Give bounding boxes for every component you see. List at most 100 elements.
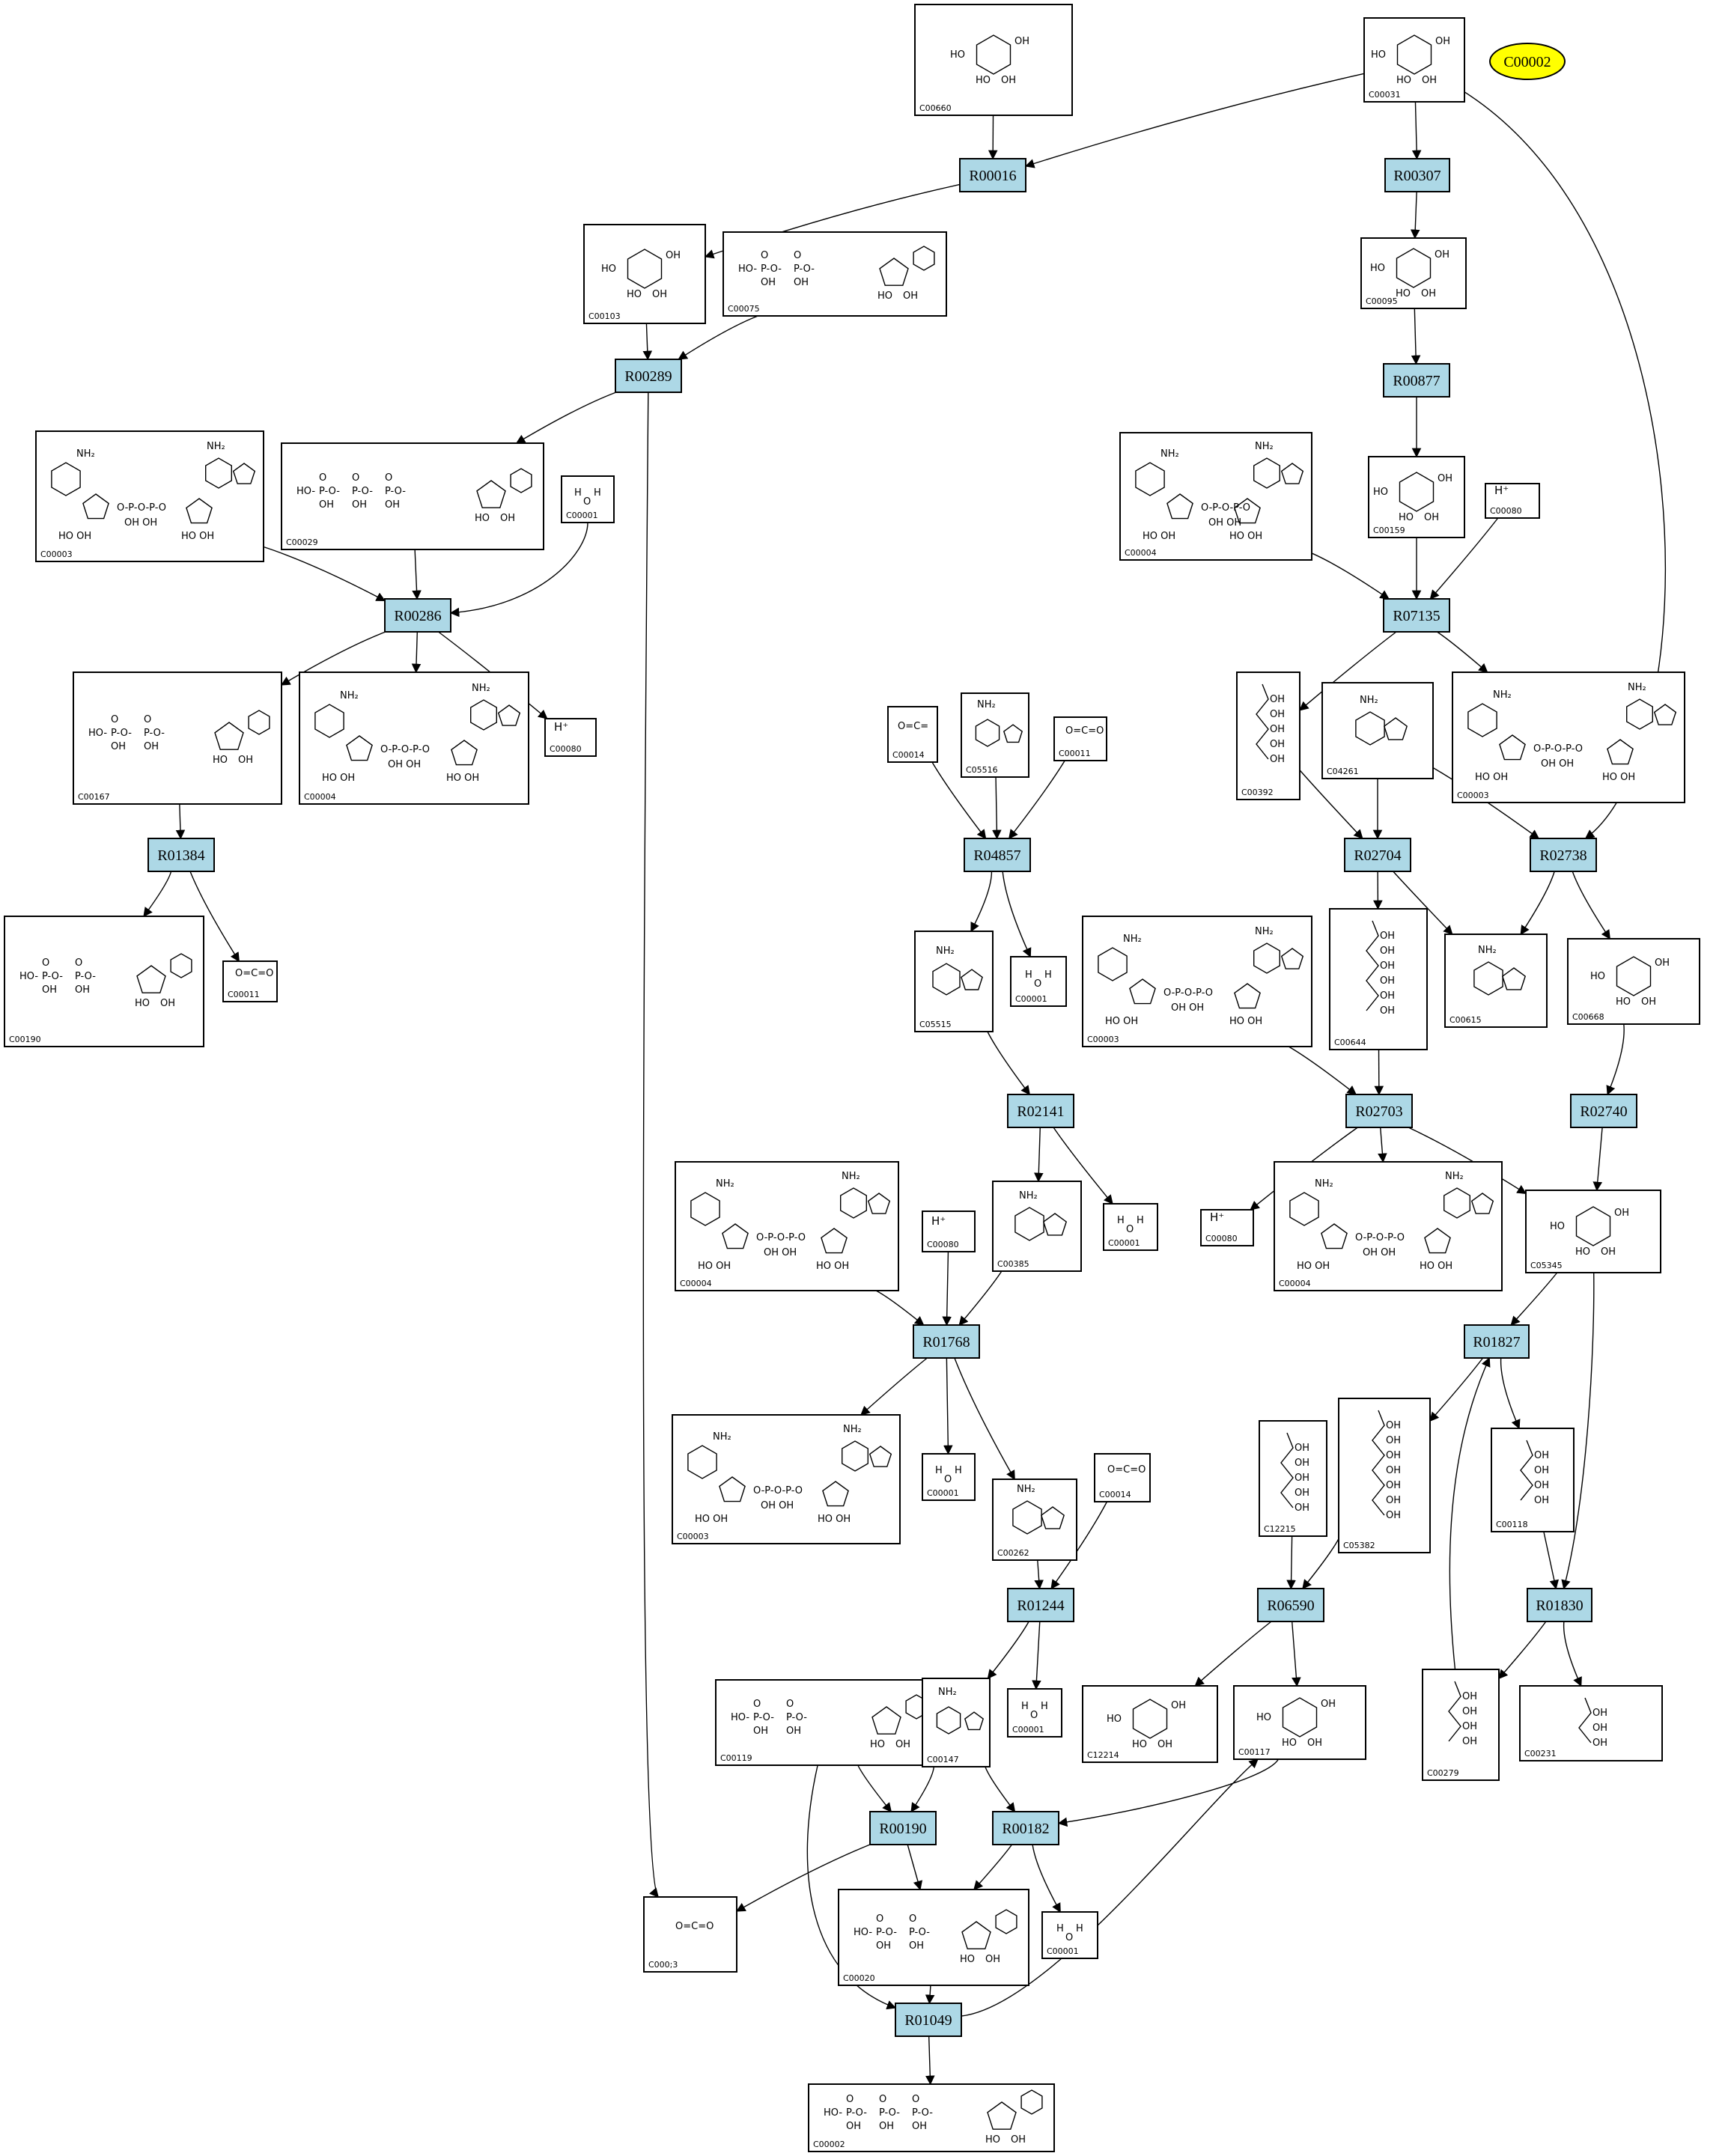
reaction-r00877[interactable]: R00877 <box>1383 363 1450 398</box>
reaction-r00182[interactable]: R00182 <box>992 1811 1059 1845</box>
svg-text:NH₂: NH₂ <box>1019 1190 1038 1202</box>
reaction-r01244[interactable]: R01244 <box>1007 1588 1074 1622</box>
reaction-r01768[interactable]: R01768 <box>913 1324 980 1359</box>
reaction-r00289[interactable]: R00289 <box>615 359 682 393</box>
reaction-r02704[interactable]: R02704 <box>1344 838 1411 872</box>
svg-text:HO-: HO- <box>854 1927 872 1938</box>
compound-id: C00003 <box>1457 791 1489 800</box>
compound-box <box>922 1211 976 1252</box>
reaction-r07135[interactable]: R07135 <box>1383 598 1450 633</box>
reaction-r01049[interactable]: R01049 <box>895 2003 962 2037</box>
reaction-r00307[interactable]: R00307 <box>1384 158 1450 192</box>
reaction-label: R02703 <box>1355 1103 1402 1120</box>
compound-box <box>1103 1203 1158 1251</box>
reaction-r01384[interactable]: R01384 <box>147 838 215 872</box>
reaction-label: R00182 <box>1002 1821 1049 1837</box>
svg-text:P-O-: P-O- <box>42 971 63 982</box>
reaction-r02703[interactable]: R02703 <box>1345 1094 1413 1128</box>
reaction-label: R01384 <box>157 847 204 864</box>
compound-c00080b[interactable]: H⁺C00080 <box>544 718 597 757</box>
svg-text:NH₂: NH₂ <box>207 441 225 452</box>
reaction-r00286[interactable]: R00286 <box>384 598 451 633</box>
svg-text:H: H <box>1056 1923 1064 1934</box>
svg-text:OH: OH <box>1534 1480 1549 1491</box>
svg-text:O: O <box>944 1474 952 1485</box>
reaction-r01827[interactable]: R01827 <box>1464 1324 1530 1359</box>
edge-R02703-to-c05345 <box>1408 1127 1527 1195</box>
highlight-compound-c00002[interactable]: C00002 <box>1489 43 1566 80</box>
svg-text:OH: OH <box>1157 1739 1172 1750</box>
reaction-r02141[interactable]: R02141 <box>1007 1094 1074 1128</box>
reaction-r02738[interactable]: R02738 <box>1530 838 1597 872</box>
reaction-r02740[interactable]: R02740 <box>1570 1094 1637 1128</box>
compound-c00014a[interactable]: O=C=C00014 <box>887 706 938 763</box>
compound-box <box>961 692 1029 778</box>
structure-icon: H⁺ <box>1494 484 1509 497</box>
reaction-label: R01768 <box>922 1334 970 1350</box>
compound-c00080a[interactable]: H⁺C00080 <box>1485 483 1540 519</box>
compound-id: C00003 <box>677 1532 709 1541</box>
edge-R07135-to-c00392 <box>1299 631 1397 711</box>
compound-c00080c[interactable]: H⁺C00080 <box>922 1211 976 1252</box>
edge-c00117-to-R00182 <box>1057 1758 1280 1827</box>
svg-text:HO: HO <box>601 264 616 275</box>
compound-id: C00001 <box>1047 1946 1079 1956</box>
reaction-r06590[interactable]: R06590 <box>1257 1588 1324 1622</box>
reaction-r00190[interactable]: R00190 <box>869 1811 937 1845</box>
compound-box <box>35 430 264 562</box>
reaction-r01830[interactable]: R01830 <box>1527 1588 1592 1622</box>
reaction-r00016[interactable]: R00016 <box>959 158 1026 192</box>
compound-c00080d[interactable]: H⁺C00080 <box>1200 1209 1254 1246</box>
reaction-r04857[interactable]: R04857 <box>964 838 1031 872</box>
